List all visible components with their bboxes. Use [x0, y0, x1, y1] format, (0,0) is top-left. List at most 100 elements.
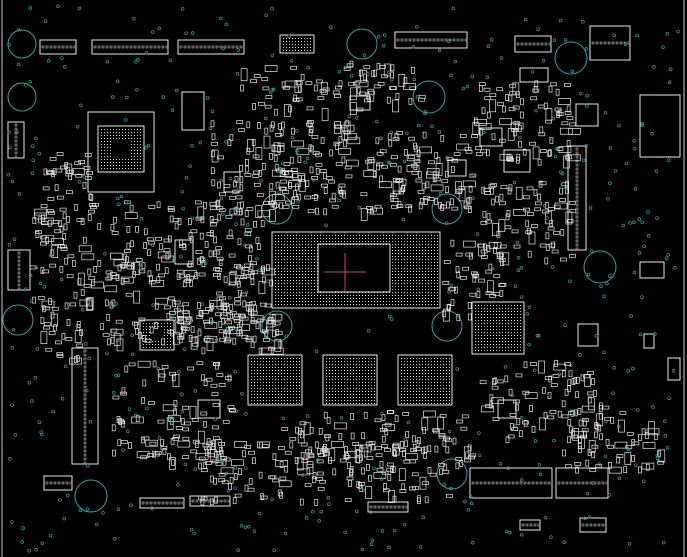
- via: [134, 413, 138, 418]
- via: [640, 295, 644, 299]
- via: [270, 6, 274, 11]
- via: [121, 448, 125, 452]
- ic-package: [639, 94, 681, 158]
- via: [270, 497, 274, 502]
- passive-cluster: [111, 360, 237, 470]
- via: [632, 270, 637, 275]
- via: [261, 315, 266, 320]
- via: [380, 529, 385, 533]
- via: [146, 143, 151, 148]
- via: [637, 217, 641, 221]
- via: [604, 419, 608, 423]
- via: [558, 18, 563, 23]
- via: [469, 501, 474, 506]
- via: [33, 376, 37, 380]
- via: [277, 190, 281, 194]
- via: [226, 488, 231, 493]
- via: [392, 528, 397, 533]
- via: [184, 175, 189, 180]
- via: [587, 515, 592, 519]
- connector-outline: [469, 467, 553, 499]
- via: [633, 187, 638, 191]
- passive-cluster: [623, 421, 666, 474]
- via: [172, 258, 176, 262]
- via: [193, 389, 198, 393]
- via: [578, 353, 582, 357]
- via: [585, 491, 590, 496]
- via: [51, 409, 55, 414]
- via: [631, 366, 635, 371]
- via: [532, 368, 537, 373]
- ic-package: [639, 261, 665, 279]
- via: [11, 327, 16, 332]
- via: [360, 547, 365, 552]
- memory-bga-3-outline: [397, 354, 453, 406]
- mounting-hole: [346, 28, 378, 60]
- via: [589, 249, 594, 253]
- via: [446, 39, 451, 43]
- via: [23, 287, 28, 291]
- via: [366, 72, 370, 76]
- via: [662, 540, 666, 545]
- via: [471, 173, 476, 177]
- via: [611, 391, 615, 396]
- via: [361, 488, 366, 493]
- via: [366, 328, 371, 333]
- via: [654, 169, 659, 173]
- via: [572, 411, 577, 416]
- via: [101, 511, 105, 515]
- via: [125, 95, 129, 100]
- via: [375, 119, 379, 124]
- via: [219, 260, 223, 264]
- via: [311, 510, 315, 514]
- via: [490, 266, 495, 271]
- via: [628, 221, 632, 225]
- passive-cluster: [209, 119, 361, 222]
- via: [376, 35, 381, 39]
- via: [284, 334, 289, 338]
- ic-package: [575, 103, 599, 127]
- via: [281, 416, 285, 421]
- via: [150, 30, 155, 34]
- via: [37, 151, 41, 156]
- via: [115, 79, 120, 84]
- top-bga-balls: [283, 38, 311, 51]
- via: [208, 126, 213, 131]
- connector-outline: [579, 517, 607, 533]
- via: [607, 493, 612, 497]
- via: [651, 405, 655, 409]
- via: [597, 462, 602, 467]
- via: [244, 231, 249, 236]
- via: [240, 391, 244, 396]
- via: [568, 279, 572, 284]
- via: [354, 116, 359, 120]
- via: [200, 302, 204, 307]
- via: [269, 188, 274, 192]
- via: [635, 33, 639, 38]
- via: [278, 167, 283, 171]
- via: [105, 351, 109, 355]
- via: [94, 522, 99, 527]
- via: [244, 466, 248, 470]
- via: [110, 95, 115, 99]
- via: [31, 158, 35, 162]
- via: [86, 463, 90, 468]
- connector-pins: [141, 501, 185, 505]
- via: [449, 283, 453, 288]
- via: [449, 486, 453, 491]
- via: [30, 399, 34, 403]
- via: [388, 161, 392, 165]
- connector-pins: [369, 505, 409, 509]
- via: [28, 273, 33, 278]
- ic-package: [497, 399, 517, 419]
- ic-package: [349, 95, 371, 111]
- via: [316, 458, 320, 462]
- connector-pins: [45, 481, 73, 485]
- via: [602, 294, 606, 299]
- via: [197, 328, 202, 332]
- via: [640, 121, 644, 126]
- via: [423, 111, 427, 116]
- via: [131, 352, 135, 357]
